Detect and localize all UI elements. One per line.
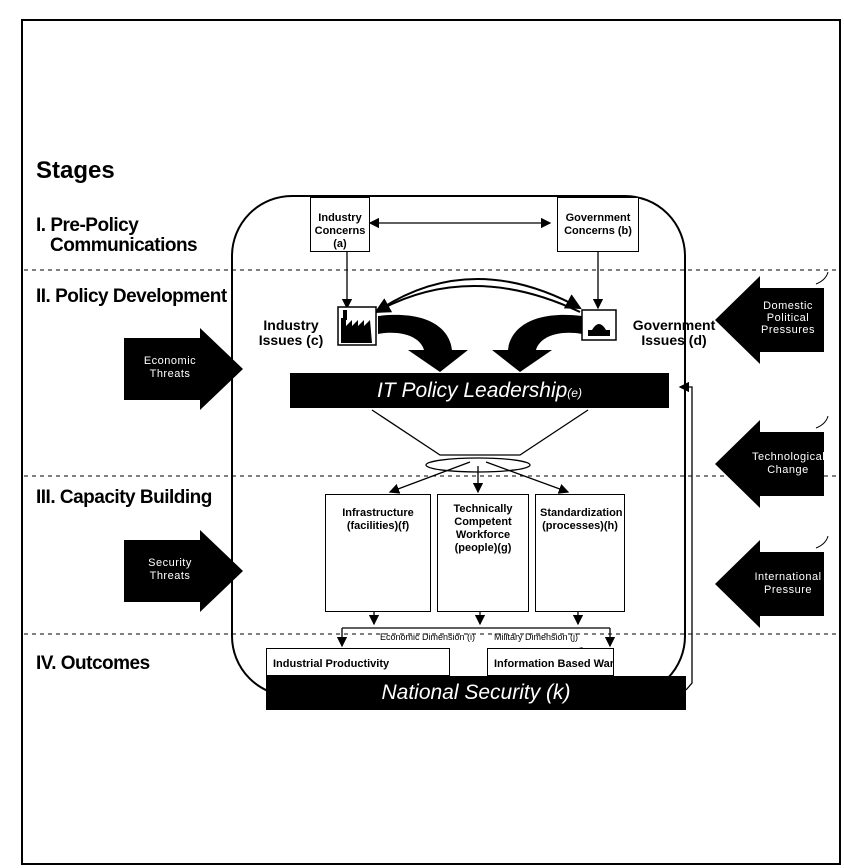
economic-dimension-label: Economic Dimension (i) bbox=[380, 632, 476, 642]
it-policy-leadership-label: IT Policy Leadership bbox=[377, 379, 568, 402]
economic-threats-arrow bbox=[124, 328, 243, 410]
security-threats-label: Security Threats bbox=[148, 557, 192, 582]
international-pressure-arrow bbox=[715, 540, 824, 628]
industrial-productivity-box: Industrial Productivity bbox=[266, 648, 450, 676]
stage-1-sublabel: Communications bbox=[50, 235, 198, 256]
information-warfare-label: Information Based Warfare bbox=[494, 658, 614, 670]
technological-change-arrow bbox=[715, 420, 824, 508]
workforce-box: Technically Competent Workforce (people)… bbox=[437, 494, 529, 612]
factory-icon bbox=[337, 306, 377, 346]
stage-3-label: III. Capacity Building bbox=[36, 487, 212, 508]
domestic-pressures-label: Domestic Political Pressures bbox=[760, 300, 816, 336]
stage-1-label: I. Pre-Policy bbox=[36, 215, 139, 236]
industry-concerns-box: Industry Concerns (a) bbox=[310, 197, 370, 252]
industry-flow-arrow bbox=[378, 314, 468, 372]
industry-issues-label: Industry Issues (c) bbox=[258, 317, 324, 348]
figure-frame bbox=[21, 19, 841, 865]
government-flow-arrow bbox=[492, 314, 582, 372]
government-concerns-box: Government Concerns (b) bbox=[557, 197, 639, 252]
it-policy-leadership-bar: IT Policy Leadership(e) bbox=[290, 373, 669, 408]
stage-2-label: II. Policy Development bbox=[36, 286, 227, 307]
military-dimension-label: Military Dimension (j) bbox=[494, 632, 579, 642]
national-security-bar: National Security (k) bbox=[266, 676, 686, 710]
infrastructure-box: Infrastructure (facilities)(f) bbox=[325, 494, 431, 612]
capitol-icon bbox=[581, 309, 617, 341]
information-warfare-box: Information Based Warfare bbox=[487, 648, 614, 676]
industrial-productivity-label: Industrial Productivity bbox=[273, 658, 390, 670]
economic-threats-label: Economic Threats bbox=[143, 355, 197, 380]
international-pressure-label: International Pressure bbox=[754, 571, 822, 596]
technological-change-label: Technological Change bbox=[752, 451, 826, 476]
government-issues-label: Government Issues (d) bbox=[632, 317, 716, 348]
security-threats-arrow bbox=[124, 530, 243, 612]
standardization-box: Standardization (processes)(h) bbox=[535, 494, 625, 612]
system-boundary bbox=[231, 195, 686, 697]
domestic-pressure-arrow bbox=[715, 276, 824, 364]
page-title: Stages bbox=[36, 157, 115, 184]
stage-4-label: IV. Outcomes bbox=[36, 653, 150, 674]
it-policy-leadership-tag: (e) bbox=[567, 386, 582, 400]
